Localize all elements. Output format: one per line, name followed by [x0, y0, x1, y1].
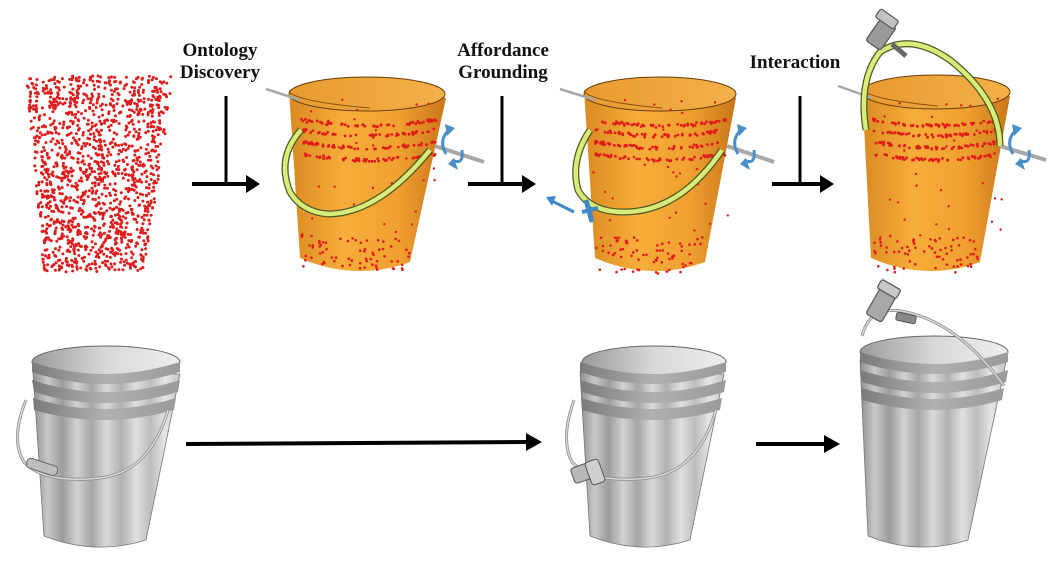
flow-arrow-icon	[185, 433, 542, 451]
rotation-arrow-icon	[1008, 124, 1031, 170]
gripper-icon	[866, 8, 908, 58]
rotation-arrow-icon	[733, 124, 756, 170]
segmented-bucket-ontology	[265, 76, 485, 272]
label-ontology-line2: Discovery	[179, 62, 261, 83]
flow-arrow-icon	[756, 435, 840, 453]
label-affordance-line1: Affordance	[457, 40, 549, 61]
label-ontology-discovery: Ontology Discovery	[170, 40, 270, 84]
flow-arrow-icon	[192, 96, 260, 193]
flow-arrow-icon	[468, 96, 536, 193]
label-affordance-grounding: Affordance Grounding	[446, 40, 560, 84]
flow-arrow-icon	[772, 96, 834, 193]
segmented-bucket-affordance	[546, 76, 775, 275]
gripper-icon	[546, 196, 599, 223]
rim-band	[592, 99, 730, 275]
rim-band	[872, 97, 1003, 274]
label-ontology-line1: Ontology	[182, 40, 258, 61]
mesh-bucket-initial	[15, 345, 181, 548]
mesh-bucket-grasped	[564, 345, 727, 548]
gripper-icon	[866, 279, 917, 325]
gripper-icon	[570, 458, 606, 486]
label-affordance-line2: Grounding	[458, 62, 548, 83]
segmented-bucket-interaction	[837, 8, 1047, 274]
rim-band	[299, 98, 438, 272]
label-interaction: Interaction	[744, 52, 846, 74]
mesh-bucket-lifted	[859, 279, 1009, 548]
label-interaction-line1: Interaction	[749, 52, 841, 73]
rotation-arrow-icon	[441, 124, 464, 170]
raw-point-cloud	[25, 74, 173, 274]
